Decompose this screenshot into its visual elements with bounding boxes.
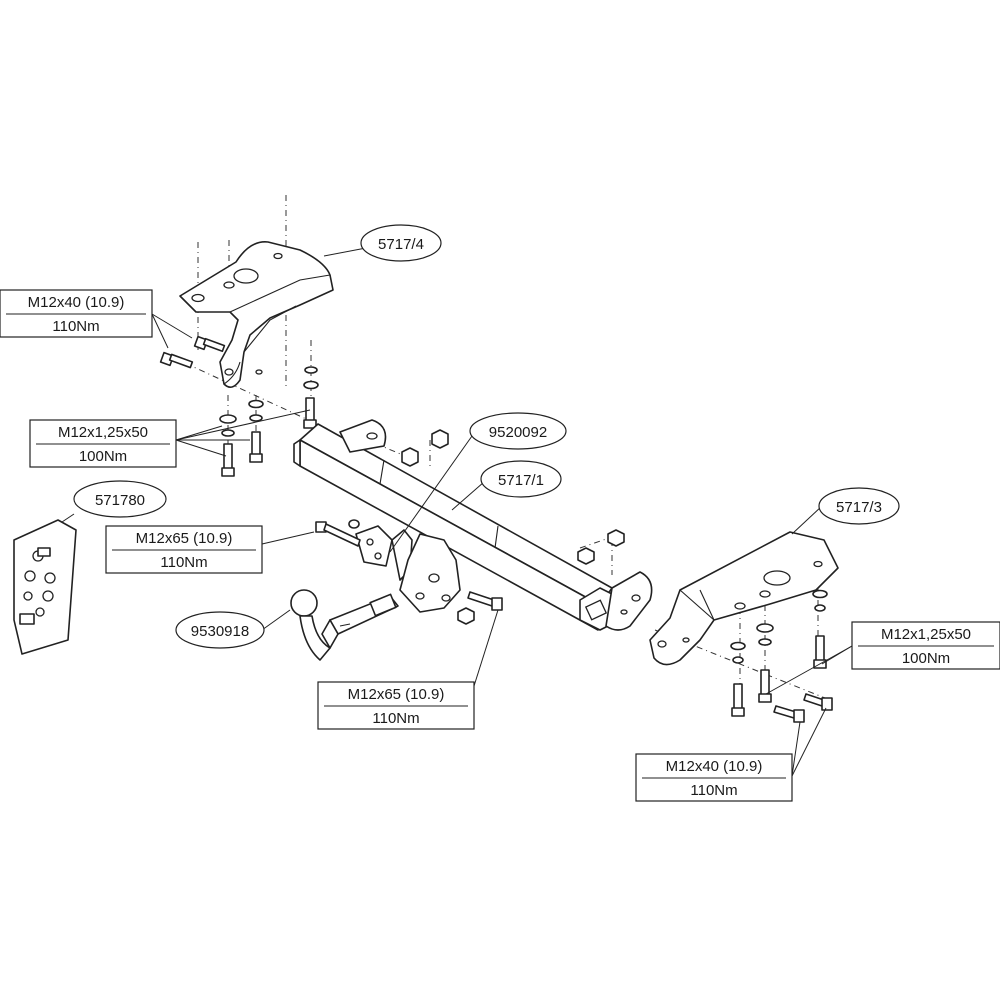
hardware-kit-card [13, 519, 77, 655]
callout-5717-4: 5717/4 [360, 224, 442, 262]
callout-9530918: 9530918 [175, 611, 265, 649]
callout-5717-1: 5717/1 [480, 460, 562, 498]
left-mounting-bracket [179, 241, 334, 388]
callout-label: 571780 [95, 492, 145, 509]
callout-label: 5717/4 [378, 236, 424, 253]
towball-assembly [290, 589, 399, 661]
bolt-torque: 100Nm [79, 448, 127, 465]
crossbar-nuts [401, 429, 625, 625]
callout-label: 5717/3 [836, 499, 882, 516]
spec-box-bottom-center: M12x65 (10.9) 110Nm [317, 681, 475, 730]
bolt-torque: 110Nm [690, 782, 737, 799]
long-bolt-right [467, 591, 503, 611]
bolt-size: M12x65 (10.9) [136, 530, 233, 547]
callout-5717-3: 5717/3 [818, 487, 900, 525]
callout-label: 9520092 [489, 424, 547, 441]
callout-label: 5717/1 [498, 472, 544, 489]
spec-box-bottom-right: M12x40 (10.9) 110Nm [635, 753, 793, 802]
callout-571780: 571780 [73, 480, 167, 518]
leader-lines [61, 247, 853, 777]
bolt-size: M12x1,25x50 [58, 424, 148, 441]
bolt-size: M12x40 (10.9) [28, 294, 125, 311]
callout-9520092: 9520092 [469, 412, 567, 450]
long-bolt-left [315, 521, 361, 547]
spec-box-side-left: M12x65 (10.9) 110Nm [105, 525, 263, 574]
bolt-torque: 100Nm [902, 650, 950, 667]
bolt-torque: 110Nm [52, 318, 99, 335]
left-bolt-set [159, 335, 319, 477]
callout-label: 9530918 [191, 623, 249, 640]
spec-box-mid-right: M12x1,25x50 100Nm [851, 621, 1000, 670]
bolt-torque: 110Nm [372, 710, 419, 727]
bolt-torque: 110Nm [160, 554, 207, 571]
spec-box-mid-left: M12x1,25x50 100Nm [29, 419, 177, 468]
crossbar-tube [293, 419, 653, 631]
bolt-size: M12x65 (10.9) [348, 686, 445, 703]
bolt-size: M12x40 (10.9) [666, 758, 763, 775]
right-mounting-bracket [649, 531, 839, 666]
bolt-size: M12x1,25x50 [881, 626, 971, 643]
spec-box-top-left: M12x40 (10.9) 110Nm [0, 289, 153, 338]
